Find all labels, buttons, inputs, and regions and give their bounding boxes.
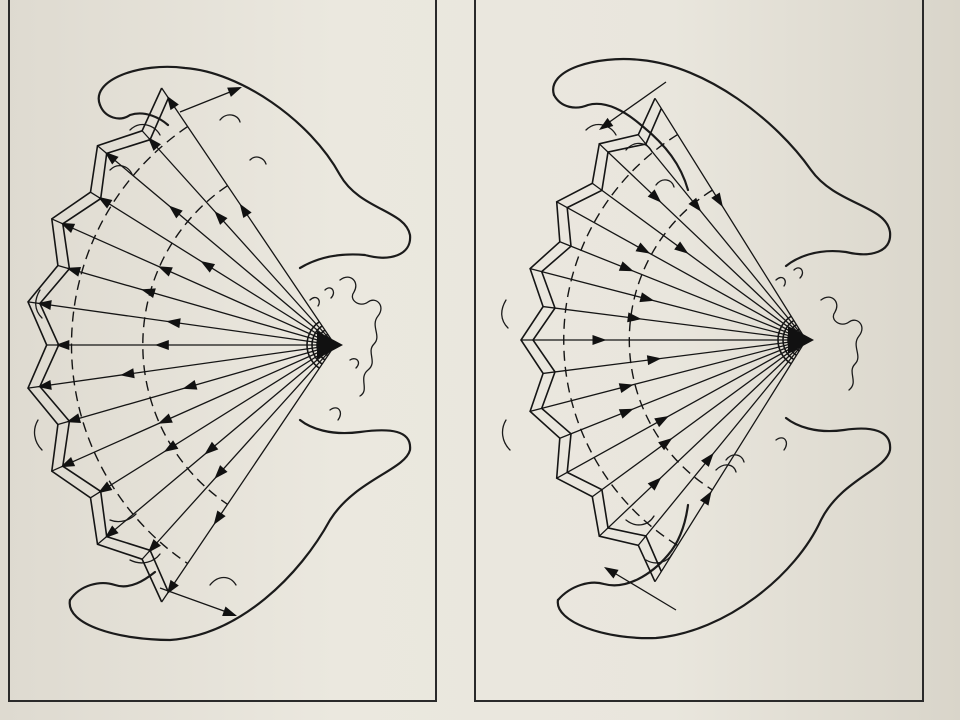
right-panel	[474, 0, 924, 702]
fan-ray	[58, 345, 335, 424]
fan-ray	[28, 345, 335, 388]
outward-arrow-icon	[66, 413, 81, 423]
left-pelvis-diagram	[10, 0, 435, 700]
outward-arrow-icon	[155, 340, 169, 350]
fan-ray	[530, 340, 806, 411]
fan-ray	[91, 345, 335, 498]
inward-arrow-icon	[658, 438, 672, 450]
pelvis-upper-wing	[99, 67, 410, 268]
outward-arrow-icon	[204, 442, 218, 455]
pelvis-lower-wing-inner	[558, 505, 688, 600]
outward-arrow-icon	[60, 457, 75, 467]
outward-arrow-icon	[183, 380, 198, 390]
pelvis-upper-wing	[553, 59, 890, 266]
edge-arrow-line	[606, 568, 676, 610]
inward-arrow-icon	[654, 416, 669, 427]
inward-arrow-icon	[627, 312, 642, 322]
inward-arrow-icon	[593, 335, 607, 345]
fan-ray	[655, 98, 806, 340]
fan-ray	[142, 345, 335, 559]
outward-arrow-icon	[60, 223, 75, 233]
fan-apex-point	[317, 331, 343, 359]
outward-arrow-icon	[120, 368, 135, 378]
pelvis-upper-wing-inner	[554, 95, 688, 190]
inward-arrow-icon	[639, 292, 654, 302]
fan-ray	[28, 302, 335, 345]
fan-ray	[530, 269, 806, 340]
right-fan-muscle	[521, 82, 814, 610]
fan-ray	[560, 340, 806, 438]
outward-arrow-icon	[141, 288, 156, 298]
fan-ray	[638, 135, 806, 340]
fan-ray	[91, 192, 335, 345]
left-panel	[8, 0, 437, 702]
inward-arrow-icon	[604, 567, 619, 578]
pelvis-lower-wing	[70, 420, 410, 640]
right-pelvis-diagram	[476, 0, 922, 700]
outward-arrow-icon	[201, 261, 216, 273]
outward-arrow-icon	[227, 87, 242, 97]
outward-arrow-icon	[37, 380, 52, 390]
outward-arrow-icon	[66, 267, 81, 277]
inward-arrow-icon	[619, 409, 634, 419]
inward-arrow-icon	[636, 242, 651, 253]
outward-arrow-icon	[158, 266, 173, 276]
inward-arrow-icon	[647, 355, 662, 365]
bone-texture	[502, 125, 736, 563]
outward-arrow-icon	[222, 607, 237, 616]
inward-arrow-icon	[711, 193, 723, 208]
outward-arrow-icon	[169, 206, 183, 219]
inward-arrow-icon	[700, 491, 712, 506]
inward-arrow-icon	[701, 453, 714, 467]
fan-ray	[98, 146, 335, 345]
edge-arrow-line	[160, 588, 235, 615]
inward-arrow-icon	[674, 241, 688, 253]
outward-arrow-icon	[240, 204, 252, 218]
pelvis-lower-wing-inner	[70, 572, 155, 600]
inward-arrow-icon	[619, 261, 634, 271]
fan-ray	[560, 242, 806, 340]
outward-arrow-icon	[214, 510, 226, 524]
outward-arrow-icon	[166, 318, 181, 328]
outward-arrow-icon	[167, 96, 179, 110]
outward-arrow-icon	[37, 300, 52, 310]
outward-arrow-icon	[158, 414, 173, 424]
inward-arrow-icon	[619, 383, 634, 393]
fan-ray	[142, 131, 335, 345]
fan-apex-point	[788, 326, 814, 354]
outward-arrow-icon	[164, 440, 179, 452]
left-fan-muscle	[28, 87, 343, 616]
fan-ray	[58, 266, 335, 345]
